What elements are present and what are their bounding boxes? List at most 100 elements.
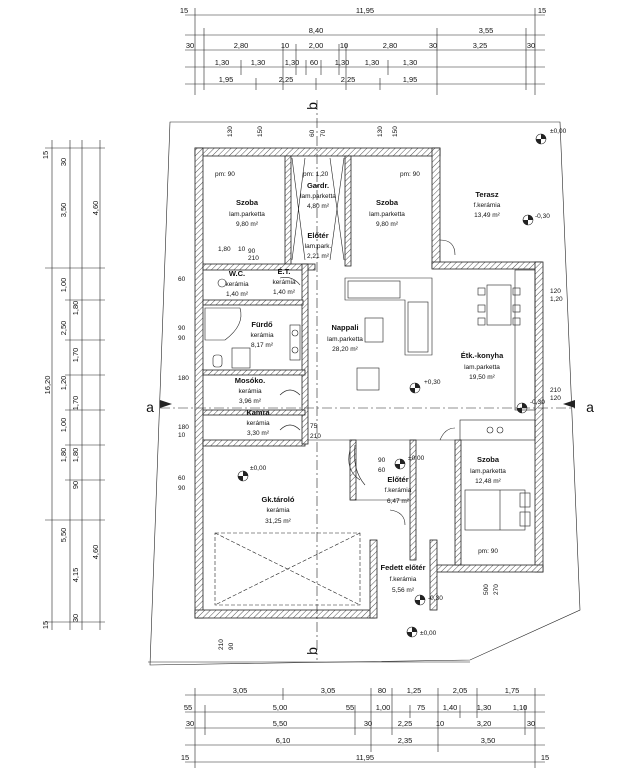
dim-top-r3-1: 2,80: [234, 41, 249, 50]
dim-left-inner-2: 1,70: [71, 396, 80, 411]
level-8: ±0,00: [420, 630, 437, 637]
dim-bottom-r3-3: 2,25: [398, 719, 413, 728]
dim-left-mid-5: 1,00: [59, 418, 68, 433]
dim-left-inner-0: 1,80: [71, 301, 80, 316]
szoba1-pm: pm: 90: [215, 171, 235, 178]
op-1: 150: [257, 126, 264, 137]
dim-top-r3-0: 30: [186, 41, 194, 50]
op-23: 90: [178, 485, 186, 492]
dim-top-r4-5: 1,30: [365, 58, 380, 67]
kamra-area: 3,30 m²: [247, 430, 270, 437]
dim-top-r4-4: 1,30: [335, 58, 350, 67]
nappali-name: Nappali: [331, 323, 358, 332]
dim-bottom-r2-6: 1,30: [477, 703, 492, 712]
outer-walls: [194, 147, 544, 619]
level-markers: ±0,00 -0,30 -0,30 +0,30 ±0,00 ±0,00 -0,3…: [237, 128, 567, 638]
op-21: 10: [178, 432, 186, 439]
et-floor: kerámia: [272, 279, 296, 286]
dim-left-outer-1: 4,60: [91, 201, 100, 216]
dim-left-inner-1: 1,70: [71, 348, 80, 363]
dim-bottom-r3-6: 30: [527, 719, 535, 728]
dim-bottom-r3-2: 30: [364, 719, 372, 728]
section-a-right: a: [586, 399, 594, 415]
op-5: 150: [392, 126, 399, 137]
dim-top-r3-2: 10: [281, 41, 289, 50]
dim-top-r5-0: 1,95: [219, 75, 234, 84]
op-45: 270: [493, 584, 500, 595]
level-0: ±0,00: [550, 128, 567, 135]
dim-left-outer-0: 15: [41, 151, 50, 159]
dim-top-r2-1: 3,55: [479, 26, 494, 35]
et-name: É.T.: [278, 267, 291, 276]
mosoko-area: 3,96 m²: [239, 398, 262, 405]
dim-top-r3-5: 2,80: [383, 41, 398, 50]
dim-bottom-r5-2: 15: [541, 753, 549, 762]
level-1: -0,30: [535, 213, 550, 220]
dim-top-r3-4: 10: [340, 41, 348, 50]
terasz-area: 13,49 m²: [474, 212, 500, 219]
dim-top-r3-7: 3,25: [473, 41, 488, 50]
szoba1-name: Szoba: [236, 198, 259, 207]
dim-top-r4-3: 60: [310, 58, 318, 67]
dim-left-inner-3: 1,80: [71, 448, 80, 463]
level-5: ±0,00: [250, 465, 267, 472]
op-26: 75: [310, 423, 318, 430]
dim-bottom-r3-5: 3,20: [477, 719, 492, 728]
op-10: 60: [178, 276, 186, 283]
dim-bottom-r1-1: 3,05: [321, 686, 336, 695]
terasz-name: Terasz: [475, 190, 498, 199]
dim-left-mid-1: 3,50: [59, 203, 68, 218]
furdo-area: 8,17 m²: [251, 342, 274, 349]
dim-top-r1-1: 11,95: [356, 6, 374, 15]
bottom-dimensions: 3,05 3,05 80 1,25 2,05 1,75 55 5,00 55 1…: [181, 686, 549, 768]
fedett-name: Fedett előtér: [380, 563, 425, 572]
site-outline: [149, 121, 581, 666]
szoba3-name: Szoba: [477, 455, 500, 464]
dim-bottom-r2-2: 55: [346, 703, 354, 712]
szoba2-name: Szoba: [376, 198, 399, 207]
dim-left-mid-2: 1,00: [59, 278, 68, 293]
szoba1-floor: lam.parketta: [229, 211, 265, 218]
kamra-floor: kerámia: [246, 420, 270, 427]
terasz-floor: f.kerámia: [474, 202, 501, 209]
dim-top-r5-1: 2,25: [279, 75, 294, 84]
dim-left-mid-3: 2,50: [59, 321, 68, 336]
kamra-name: Kamra: [246, 408, 270, 417]
dim-left-outer-3: 4,60: [91, 545, 100, 560]
section-a-left: a: [146, 399, 154, 415]
szoba2-floor: lam.parketta: [369, 211, 405, 218]
op-0: 130: [227, 126, 234, 137]
dim-bottom-r4-1: 2,35: [398, 736, 413, 745]
etk-floor: lam.parketta: [464, 364, 500, 371]
op-49: 90: [228, 642, 235, 650]
nappali-floor: lam.parketta: [327, 336, 363, 343]
dim-bottom-r2-0: 55: [184, 703, 192, 712]
dim-bottom-r4-2: 3,50: [481, 736, 496, 745]
dim-top-r5-2: 2,25: [341, 75, 356, 84]
dim-left-mid-6: 1,80: [59, 448, 68, 463]
dim-top-r3-3: 2,00: [309, 41, 324, 50]
wc-floor: kerámia: [225, 281, 249, 288]
dim-left-inner-4: 5,50: [59, 528, 68, 543]
dim-top-r4-0: 1,30: [215, 58, 230, 67]
dim-bottom-r3-4: 10: [436, 719, 444, 728]
op-6: 1,80: [218, 246, 231, 253]
level-2: -0,30: [530, 399, 545, 406]
dim-bottom-r1-2: 80: [378, 686, 386, 695]
dim-bottom-r5-0: 15: [181, 753, 189, 762]
top-dimensions: 15 11,95 15 8,40 3,55 30 2,80 10 2,00 10…: [180, 6, 546, 95]
tarolo-floor: kerámia: [266, 507, 290, 514]
op-27: 210: [310, 433, 321, 440]
dim-bottom-r2-7: 1,10: [513, 703, 528, 712]
tarolo-area: 31,25 m²: [265, 518, 291, 525]
eloter2-name: Előtér: [387, 475, 408, 484]
dim-left-mid-9: 30: [71, 614, 80, 622]
section-b-bottom: b: [304, 647, 320, 655]
op-22: 60: [178, 475, 186, 482]
section-lines: a a b b: [146, 100, 594, 660]
dim-left-mid-8: 4,15: [71, 568, 80, 583]
op-17: 1,20: [550, 296, 563, 303]
fedett-floor: f.kerámia: [390, 576, 417, 583]
nappali-area: 28,20 m²: [332, 346, 358, 353]
